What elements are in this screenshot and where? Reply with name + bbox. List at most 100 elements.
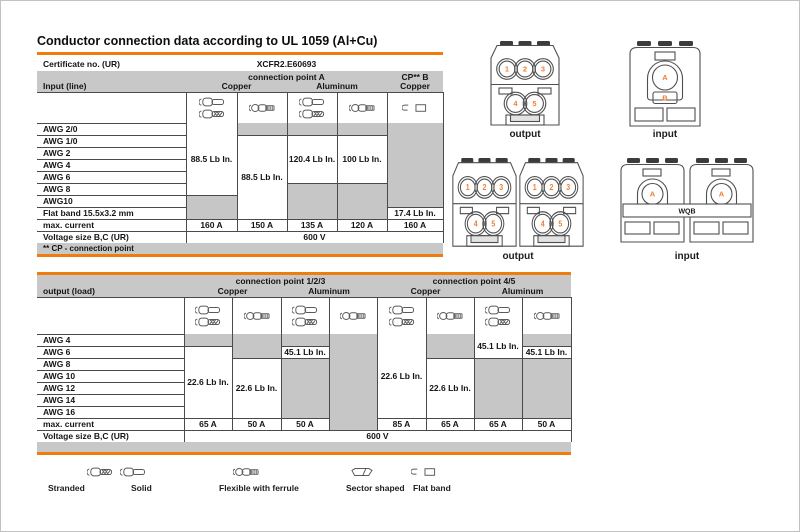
divider-line [37,346,184,347]
divider-line [377,418,426,419]
divider-line [37,418,184,419]
legend-icon [87,464,117,477]
divider-line [37,92,443,93]
max-current-label: max. current [43,418,95,429]
divider-line [426,358,474,359]
column-icon-cell [186,92,237,123]
metal-header: Copper [400,80,430,91]
orange-rule [37,272,571,275]
port-number: 2 [483,183,487,193]
stranded-conductor-icon [485,317,511,327]
divider-line [426,418,474,419]
wire-size-label: AWG 4 [43,159,71,170]
orange-rule [37,254,443,257]
wire-size-label: AWG 2 [43,147,71,158]
divider-line [387,207,443,208]
torque-cell: 45.1 Lb In. [522,346,571,358]
port-number: 3 [541,65,545,74]
divider-line [37,135,186,136]
port-number: 3 [499,183,503,193]
stranded-conductor-icon [299,109,325,119]
certificate-label: Certificate no. (UR) [43,58,120,69]
divider-line [522,418,571,419]
port-number: 5 [491,219,495,229]
max-current-value: 85 A [392,418,411,429]
blocked-cell [426,334,474,358]
divider-line [37,207,186,208]
divider-line [443,92,444,243]
divider-line [281,418,329,419]
divider-line [186,195,237,196]
port-number: 1 [505,65,509,74]
blocked-cell [329,334,377,430]
port-number: 4 [513,99,518,108]
port-number: 1 [533,183,537,193]
voltage-label: Voltage size B,C (UR) [43,430,129,441]
wire-size-label: AWG 1/0 [43,135,78,146]
blocked-cell [337,183,387,219]
blocked-cell [281,334,329,346]
wire-size-label: AWG 8 [43,183,71,194]
divider-line [37,430,571,431]
ferrule-conductor-icon [243,311,270,321]
port-number: 4 [474,219,479,229]
divider-line [186,92,187,243]
divider-line [474,418,522,419]
sector-shaped-icon [350,467,376,477]
wire-size-label: AWG 8 [43,358,71,369]
solid-conductor-icon [292,305,318,315]
legend-label: Solid [131,482,152,493]
ferrule-conductor-icon [340,311,366,321]
solid-conductor-icon [388,305,415,315]
voltage-label: Voltage size B,C (UR) [43,231,129,242]
stranded-conductor-icon [292,317,318,327]
row-header: Input (line) [43,80,87,91]
legend-label: Sector shaped [346,482,405,493]
column-icon-cell [337,92,387,123]
blocked-cell [522,334,571,346]
column-icon-cell [237,92,287,123]
legend-label: Flat band [413,482,451,493]
flat-band-icon [411,467,437,477]
stranded-conductor-icon [198,109,225,119]
divider-line [186,219,237,220]
torque-cell: 22.6 Lb In. [184,346,232,418]
divider-line [287,219,337,220]
column-icon-cell [287,92,337,123]
port-number: 5 [558,219,562,229]
column-icon-cell [184,297,232,334]
wire-size-label: AWG 10 [43,370,76,381]
port-number: 1 [466,183,470,193]
column-icon-cell [474,297,522,334]
torque-cell: 88.5 Lb In. [186,123,237,195]
column-icon-cell [329,297,377,334]
max-current-value: 65 A [489,418,507,429]
torque-cell: 88.5 Lb In. [237,135,287,219]
divider-line [337,219,387,220]
max-current-value: 65 A [199,418,217,429]
table-footer-bar [37,442,571,452]
wire-size-label: AWG 6 [43,346,71,357]
divider-line [329,297,330,430]
divider-line [287,183,337,184]
divider-line [37,406,184,407]
divider-line [37,171,186,172]
divider-line [37,147,186,148]
divider-line [237,135,287,136]
divider-line [337,135,387,136]
diagram-label: output [502,250,534,262]
footnote: ** CP - connection point [43,243,134,253]
wire-size-label: AWG 6 [43,171,71,182]
blocked-cell [281,358,329,418]
orange-rule [37,452,571,455]
divider-line [237,219,287,220]
max-current-value: 50 A [296,418,314,429]
ferrule-conductor-icon [233,467,259,477]
divider-line [37,159,186,160]
blocked-cell [237,123,287,135]
max-current-value: 65 A [441,418,459,429]
ferrule-conductor-icon [437,311,463,321]
column-icon-cell [387,92,443,123]
